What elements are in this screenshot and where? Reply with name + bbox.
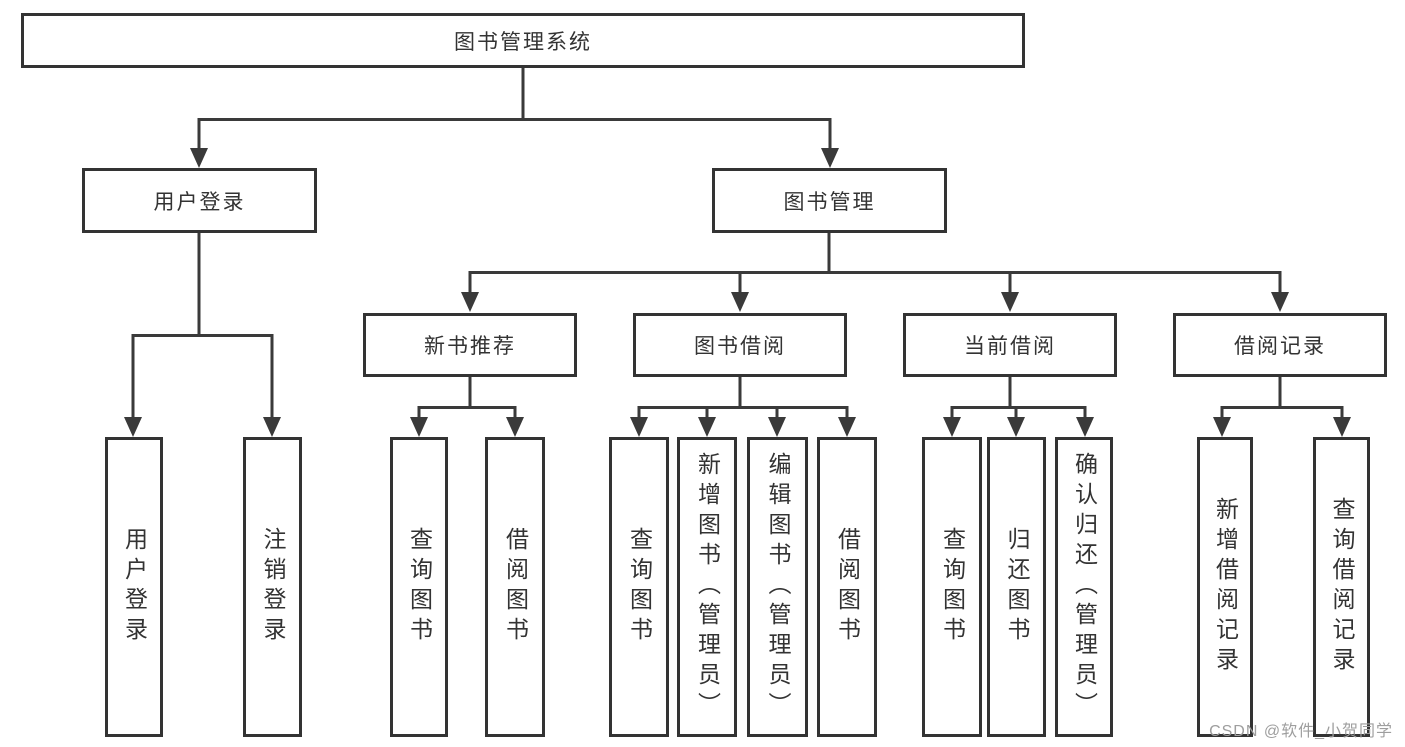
node-label: 注销登录 [260, 527, 286, 647]
node-label: 查询图书 [406, 527, 433, 647]
node-user-login-module: 用户登录 [82, 168, 317, 233]
node-label: 图书管理 [783, 190, 876, 214]
leaf-query-books-borrowing: 查询图书 [609, 437, 669, 737]
leaf-add-borrow-record: 新增借阅记录 [1197, 437, 1253, 737]
node-label: 编辑图书（管理员） [765, 452, 791, 722]
node-label: 借阅图书 [502, 527, 529, 647]
node-label: 用户登录 [153, 190, 246, 214]
node-book-borrowing: 图书借阅 [633, 313, 847, 377]
leaf-borrow-books-recommend: 借阅图书 [485, 437, 545, 737]
leaf-query-books-current: 查询图书 [922, 437, 982, 737]
leaf-confirm-return-admin: 确认归还（管理员） [1055, 437, 1113, 737]
leaf-user-login: 用户登录 [105, 437, 163, 737]
node-borrow-records: 借阅记录 [1173, 313, 1387, 377]
node-label: 查询图书 [939, 527, 966, 647]
node-book-management-module: 图书管理 [712, 168, 947, 233]
leaf-borrow-books-borrowing: 借阅图书 [817, 437, 877, 737]
node-label: 图书借阅 [694, 335, 786, 358]
leaf-query-books-recommend: 查询图书 [390, 437, 448, 737]
node-label: 用户登录 [121, 527, 148, 647]
csdn-watermark: CSDN @软件_小贺同学 [1209, 723, 1393, 740]
node-label: 查询借阅记录 [1329, 497, 1355, 677]
node-label: 借阅图书 [834, 527, 861, 647]
leaf-logout: 注销登录 [243, 437, 302, 737]
node-label: 新增借阅记录 [1212, 497, 1239, 677]
leaf-return-book: 归还图书 [987, 437, 1046, 737]
node-label: 确认归还（管理员） [1071, 452, 1098, 722]
node-label: 当前借阅 [964, 335, 1056, 358]
node-label: 新增图书（管理员） [694, 452, 721, 722]
node-new-book-recommend: 新书推荐 [363, 313, 577, 377]
node-label: 图书管理系统 [454, 30, 592, 54]
arrowheads [124, 148, 1351, 437]
leaf-add-book-admin: 新增图书（管理员） [677, 437, 737, 737]
node-label: 新书推荐 [424, 335, 516, 358]
node-label: 归还图书 [1004, 527, 1030, 647]
leaf-query-borrow-record: 查询借阅记录 [1313, 437, 1370, 737]
connector-strokes [131, 67, 1344, 419]
node-label: 借阅记录 [1234, 335, 1326, 358]
node-current-borrowing: 当前借阅 [903, 313, 1117, 377]
leaf-edit-book-admin: 编辑图书（管理员） [747, 437, 808, 737]
node-book-management-system: 图书管理系统 [21, 13, 1025, 68]
node-label: 查询图书 [626, 527, 653, 647]
